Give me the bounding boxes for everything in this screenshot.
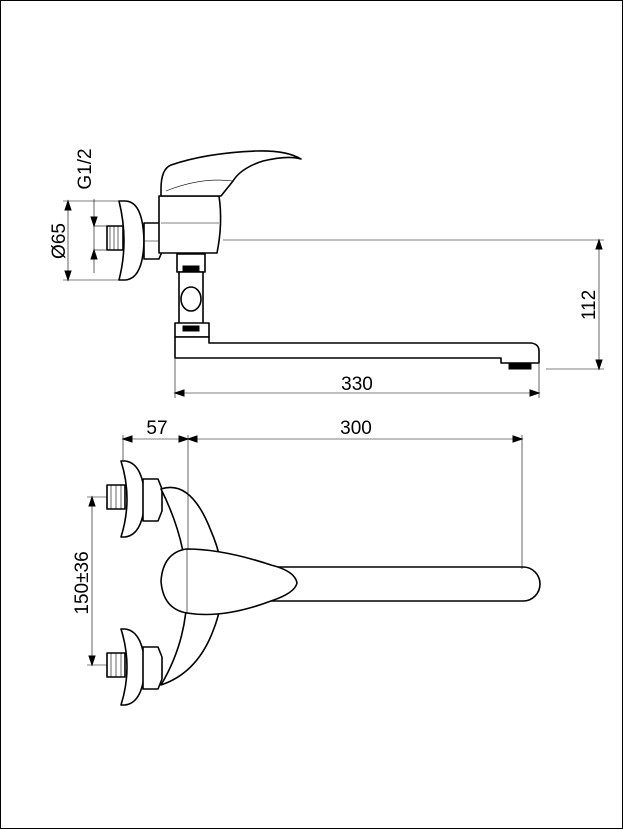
flange-diameter-label: Ø65 [49, 223, 70, 259]
spout-reach-label: 300 [340, 418, 372, 439]
thread-size-label: G1/2 [75, 148, 96, 189]
inlet-spacing-label: 150±36 [72, 551, 93, 614]
top-view [106, 460, 541, 706]
wall-offset-label: 57 [146, 418, 167, 439]
spout-height-label: 112 [579, 290, 600, 320]
side-mixer-body [158, 195, 222, 254]
top-lower-nut [142, 646, 163, 690]
side-spout [174, 336, 540, 364]
side-lever-handle [160, 150, 302, 197]
overall-length-label: 330 [341, 374, 373, 395]
top-dimensions: 57 300 150±36 [72, 418, 524, 667]
side-swivel-ball [180, 286, 202, 312]
side-dimensions: Ø65 G1/2 112 330 [49, 148, 604, 398]
top-upper-nut [142, 478, 163, 522]
side-aerator [508, 362, 532, 370]
side-view [106, 150, 604, 370]
top-lower-flange [120, 628, 146, 706]
top-lever-handle [160, 548, 298, 616]
side-thread-stub [106, 225, 124, 251]
top-upper-flange [120, 460, 146, 538]
